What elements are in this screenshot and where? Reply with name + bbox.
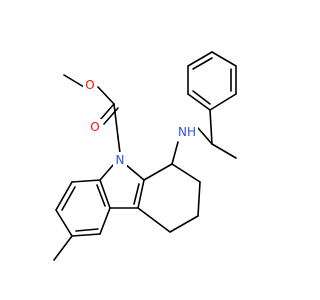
bond-carbonyl-double-a [99, 103, 115, 121]
atom-label-amine-nitrogen: NH [178, 125, 196, 139]
molecule-drawing: O O N NH [53, 51, 237, 261]
atom-label-ether-oxygen: O [85, 78, 94, 92]
bond-c8-c7-inner [61, 186, 76, 211]
bond-ph-4-5 [187, 51, 213, 67]
phenylethylamine-substituent [171, 51, 237, 165]
bond-n-c8a [99, 163, 115, 181]
bond-ph-3-4 [211, 51, 237, 67]
bond-c8-c7 [55, 181, 73, 211]
bond-carbonyl-methylene [113, 103, 119, 138]
bond-c6-c5 [71, 233, 101, 237]
bond-ph-6-1 [187, 93, 211, 111]
bond-c3-c4 [169, 215, 199, 233]
bond-ph-1-2 [209, 93, 237, 111]
bond-c4b-c8a-inner [96, 184, 106, 207]
bond-c4-c4a [137, 207, 171, 233]
bond-methyl-oxygen [63, 74, 85, 88]
bond-carbonyl-double-b [103, 107, 119, 125]
bond-ch-methyl [211, 143, 237, 159]
bond-c2-c3 [197, 181, 201, 217]
bond-c4b-c8a [99, 179, 111, 209]
bond-c1-c2 [171, 163, 201, 183]
atom-label-ring-nitrogen: N [116, 153, 125, 167]
bond-ch-phenyl [209, 109, 213, 145]
carbazole-core [53, 163, 201, 261]
bond-c9a-c4a [137, 179, 145, 209]
bond-ph-6-1-inner [192, 90, 211, 105]
bond-methylene-nitrogen [117, 136, 121, 154]
bond-c9a-c1 [143, 163, 173, 181]
atom-labels: O O N NH [83, 77, 198, 167]
bond-c1-amine [171, 141, 179, 165]
bond-c7-c6 [55, 209, 73, 237]
bond-c8a-c8 [71, 179, 101, 183]
bond-amine-ch [197, 127, 213, 145]
bond-c5-c4b [99, 207, 111, 235]
bond-c9a-c4a-inner [133, 183, 140, 205]
bond-ph-4-5-inner [192, 57, 213, 70]
structure-canvas: O O N NH [53, 51, 237, 261]
atom-label-carbonyl-oxygen: O [90, 120, 99, 134]
bond-n-c9a [124, 163, 145, 181]
bond-c6-c5-inner [75, 228, 99, 232]
ester-side-chain [63, 74, 121, 154]
bond-oxygen-carbonyl-carbon [97, 86, 115, 105]
bond-c6-methyl [53, 235, 73, 261]
